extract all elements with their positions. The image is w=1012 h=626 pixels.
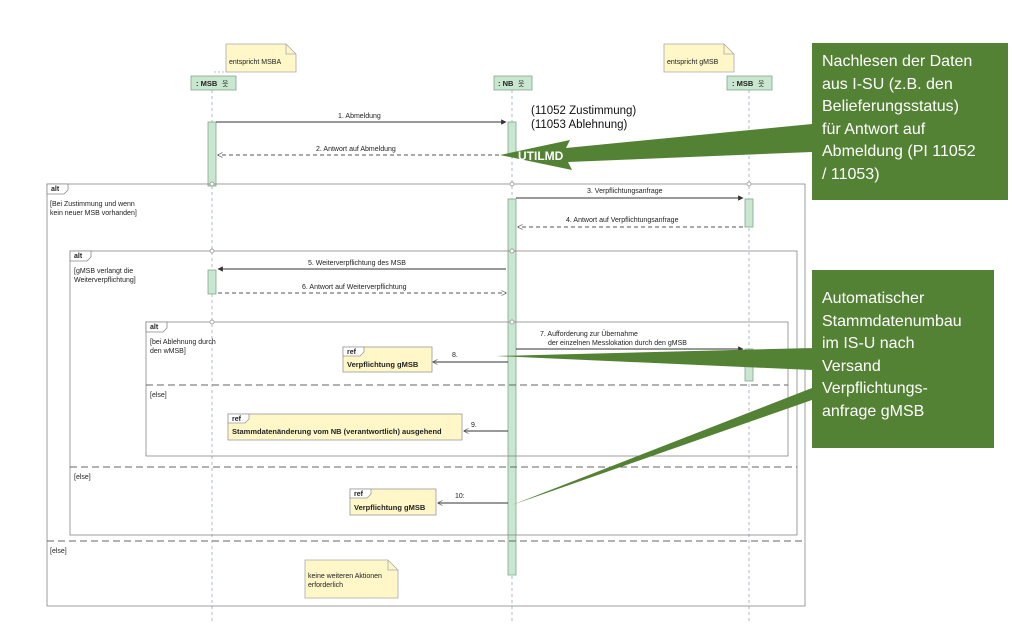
svg-text:kein neuer MSB vorhanden]: kein neuer MSB vorhanden] (50, 210, 137, 217)
callout-bottom-line: Versand (822, 357, 881, 375)
svg-text:Weiterverpflichtung]: Weiterverpflichtung] (74, 277, 136, 284)
pi-annotation: (11052 Zustimmung) (11053 Ablehnung) (531, 104, 636, 132)
message-10-label: 10: (455, 493, 465, 500)
lifeline-head-gmsb: : MSB 웃 (726, 75, 773, 91)
svg-text:: MSB: : MSB (196, 79, 218, 88)
message-5-label: 5. Weiterverpflichtung des MSB (308, 260, 406, 267)
activation-msb-1 (207, 121, 217, 187)
lifeline-head-msb: : MSB 웃 (190, 75, 237, 91)
message-6-label: 6. Antwort auf Weiterverpflichtung (302, 284, 407, 291)
svg-text:erforderlich: erforderlich (308, 582, 343, 589)
callout-top-line: für Antwort auf (822, 120, 926, 138)
svg-text:alt: alt (74, 253, 83, 260)
ref-verpflichtung-gmsb-2: ref Verpflichtung gMSB (349, 488, 437, 516)
svg-text:Stammdatenänderung vom NB (ver: Stammdatenänderung vom NB (verantwortlic… (232, 427, 442, 436)
svg-text:[gMSB verlangt die: [gMSB verlangt die (74, 268, 133, 275)
message-7-label-1: 7. Aufforderung zur Übernahme (540, 330, 638, 338)
message-4-label: 4. Antwort auf Verpflichtungsanfrage (566, 217, 679, 224)
note-msba-text: entspricht MSBA (229, 59, 281, 66)
callout-top-line: Belieferungsstatus) (822, 98, 959, 115)
ref-verpflichtung-gmsb-1: ref Verpflichtung gMSB (342, 346, 433, 373)
callout-bottom-line: Verpflichtungs- (822, 380, 928, 397)
svg-text:[else]: [else] (150, 392, 167, 399)
callout-bottom-line: Automatischer (822, 290, 925, 307)
pi-annotation-line-1: (11052 Zustimmung) (531, 105, 637, 117)
lifeline-head-nb: : NB 웃 (493, 75, 533, 91)
svg-text:Verpflichtung gMSB: Verpflichtung gMSB (354, 503, 426, 512)
svg-text:Verpflichtung gMSB: Verpflichtung gMSB (347, 360, 419, 369)
callout-top-line: Abmeldung (PI 11052 (822, 143, 976, 160)
svg-text:ref: ref (232, 416, 242, 423)
note-gmsb-text: entspricht gMSB (667, 59, 719, 66)
svg-text:alt: alt (150, 324, 159, 331)
svg-text:ref: ref (354, 491, 364, 498)
svg-text:[else]: [else] (74, 474, 91, 481)
note-gmsb: entspricht gMSB (663, 43, 735, 73)
alt-fragment-inner: alt [bei Ablehnung durch den wMSB] [else… (145, 321, 789, 457)
actor-icon: 웃 (758, 80, 765, 88)
message-7-label-2: der einzelnen Messlokation durch den gMS… (548, 340, 687, 347)
activation-gmsb-1 (744, 198, 754, 228)
pi-annotation-line-2: (11053 Ablehnung) (531, 119, 628, 131)
alt-fragment-middle: alt [gMSB verlangt die Weiterverpflichtu… (69, 250, 798, 536)
message-2-label: 2. Antwort auf Abmeldung (316, 146, 396, 153)
activation-nb-1 (507, 121, 517, 157)
svg-text:alt: alt (51, 186, 60, 193)
callout-top: Nachlesen der Daten aus I-SU (z.B. den B… (812, 43, 1008, 200)
svg-text:[bei Ablehnung durch: [bei Ablehnung durch (150, 339, 216, 346)
callout-bottom-line: Stammdatenumbau (822, 312, 962, 330)
callout-bottom-line: anfrage gMSB (822, 402, 925, 420)
svg-text:den wMSB]: den wMSB] (150, 348, 186, 355)
callout-bottom-line: im IS-U nach (822, 335, 915, 352)
message-1-label: 1. Abmeldung (338, 113, 381, 120)
note-msba: entspricht MSBA (225, 43, 297, 73)
callout-top-line: aus I-SU (z.B. den (822, 75, 953, 93)
message-3-label: 3. Verpflichtungsanfrage (587, 188, 663, 195)
note-end: keine weiteren Aktionen erforderlich (304, 559, 399, 599)
svg-text:[else]: [else] (50, 548, 67, 555)
message-8-label: 8. (452, 352, 458, 359)
actor-icon: 웃 (518, 80, 525, 88)
svg-text:: NB: : NB (498, 79, 514, 88)
activation-msb-2 (207, 269, 217, 295)
callout-arrow-bottom-2 (512, 372, 812, 505)
utilmd-label: UTILMD (518, 149, 564, 163)
callout-bottom: Automatischer Stammdatenumbau im IS-U na… (812, 270, 994, 448)
callout-top-line: Nachlesen der Daten (822, 53, 973, 70)
activation-nb-2 (507, 198, 517, 576)
svg-text:ref: ref (347, 349, 357, 356)
callout-arrow-bottom-1 (496, 338, 812, 370)
actor-icon: 웃 (222, 80, 229, 88)
message-9-label: 9. (471, 422, 477, 429)
callout-top-line: / 11053) (822, 165, 880, 183)
svg-text:: MSB: : MSB (732, 79, 754, 88)
svg-text:keine weiteren Aktionen: keine weiteren Aktionen (308, 573, 382, 580)
ref-stammdatenaenderung: ref Stammdatenänderung vom NB (verantwor… (227, 413, 463, 441)
junction-markers (209, 181, 752, 325)
callout-arrow-top (500, 124, 812, 170)
svg-text:[Bei Zustimmung und wenn: [Bei Zustimmung und wenn (50, 201, 135, 208)
